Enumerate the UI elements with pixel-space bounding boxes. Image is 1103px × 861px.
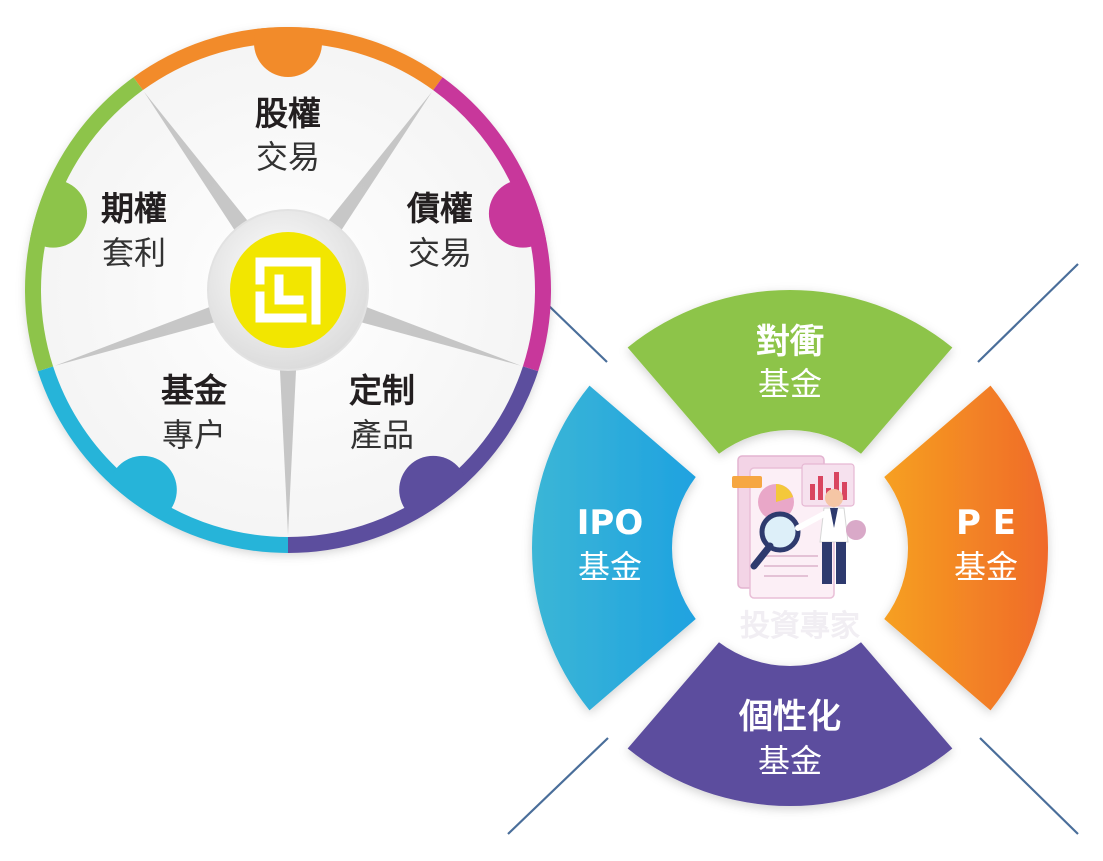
center-label: 投資專家: [740, 609, 860, 644]
fund-segment-custom: [627, 642, 953, 806]
investment-expert-illustration: 投資專家: [732, 455, 866, 644]
connector-line-top-left: [547, 304, 608, 363]
fund-custom-subtitle: 基金: [758, 742, 822, 780]
wheel-spoke-3: [359, 306, 522, 366]
fund-hedge-title: 對衝: [756, 322, 824, 362]
segment-options-title: 期權: [101, 189, 167, 228]
connector-lines: [507, 263, 1079, 835]
connector-line-top-right: [977, 263, 1079, 363]
service-wheel: 股權 交易 債權 交易 定制 產品 基金 專户 期權 套利: [25, 27, 551, 553]
segment-options-subtitle: 套利: [102, 234, 166, 272]
fund-segment-pe: [884, 385, 1048, 711]
logo-disc: [230, 232, 346, 348]
text-lines-icon: [764, 555, 818, 577]
wheel-spoke-4: [279, 367, 297, 535]
connector-line-bottom-right: [979, 737, 1079, 835]
fund-ipo-title: IPO: [577, 503, 643, 543]
note-card-icon: [732, 476, 762, 488]
segment-debt-subtitle: 交易: [408, 234, 472, 272]
ring-notch-custom: [399, 455, 468, 524]
ring-notch-equity: [254, 27, 322, 77]
wheel-spoke-2: [327, 91, 433, 233]
ring-notch-options: [25, 179, 88, 248]
segment-custom-title: 定制: [349, 371, 415, 410]
wheel-spokes: [54, 91, 522, 535]
pie-slice-icon: [776, 484, 793, 502]
segment-equity-title: 股權: [255, 94, 321, 133]
segment-fund-title: 基金: [161, 371, 228, 410]
segment-fund-subtitle: 專户: [162, 416, 226, 454]
fund-ring: 投資專家 對衝 基金 P E 基金 個性化 基金 IPO 基金: [532, 289, 1048, 806]
segment-custom-subtitle: 產品: [350, 416, 414, 454]
segment-debt-title: 債權: [406, 189, 473, 228]
fund-segment-ipo: [532, 385, 696, 711]
fund-segment-hedge: [627, 289, 953, 454]
fund-hedge-subtitle: 基金: [758, 365, 822, 403]
person-icon: [795, 489, 866, 584]
wheel-spoke-1: [143, 91, 249, 233]
ring-notch-fund: [108, 455, 177, 524]
magnifier-icon: [750, 511, 801, 570]
segment-equity-subtitle: 交易: [256, 138, 320, 176]
ring-notch-debt: [488, 179, 551, 248]
fund-ipo-subtitle: 基金: [578, 548, 642, 586]
logo-mark-icon: [255, 257, 321, 325]
fund-custom-title: 個性化: [738, 697, 841, 737]
fund-pe-title: P E: [956, 503, 1016, 543]
wheel-labels: 股權 交易 債權 交易 定制 產品 基金 專户 期權 套利: [101, 94, 473, 454]
wheel-spoke-5: [54, 306, 217, 366]
logo: [230, 232, 346, 348]
fund-pe-subtitle: 基金: [954, 548, 1018, 586]
connector-line-bottom-left: [507, 737, 609, 835]
